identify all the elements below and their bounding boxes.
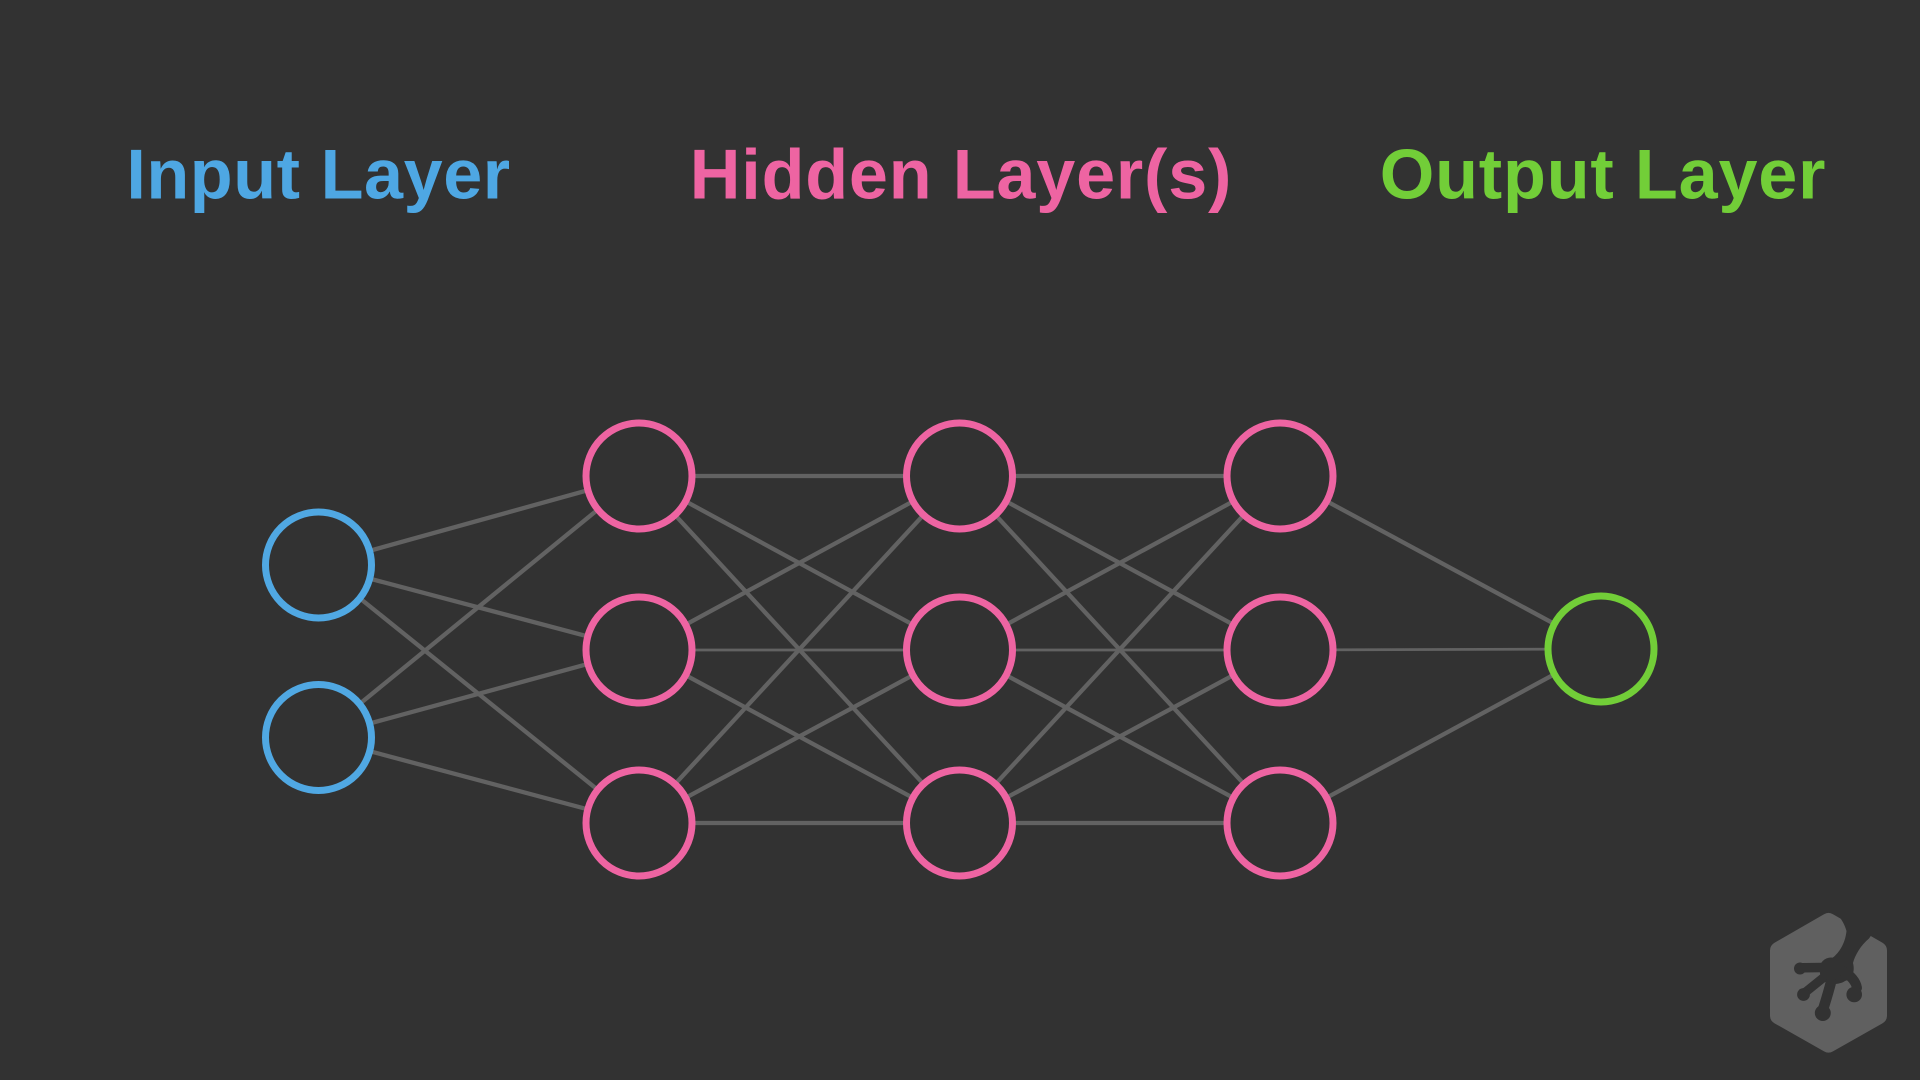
svg-text:Input Layer: Input Layer bbox=[126, 135, 510, 214]
svg-text:Hidden Layer(s): Hidden Layer(s) bbox=[690, 135, 1232, 214]
svg-text:Output Layer: Output Layer bbox=[1380, 135, 1827, 214]
